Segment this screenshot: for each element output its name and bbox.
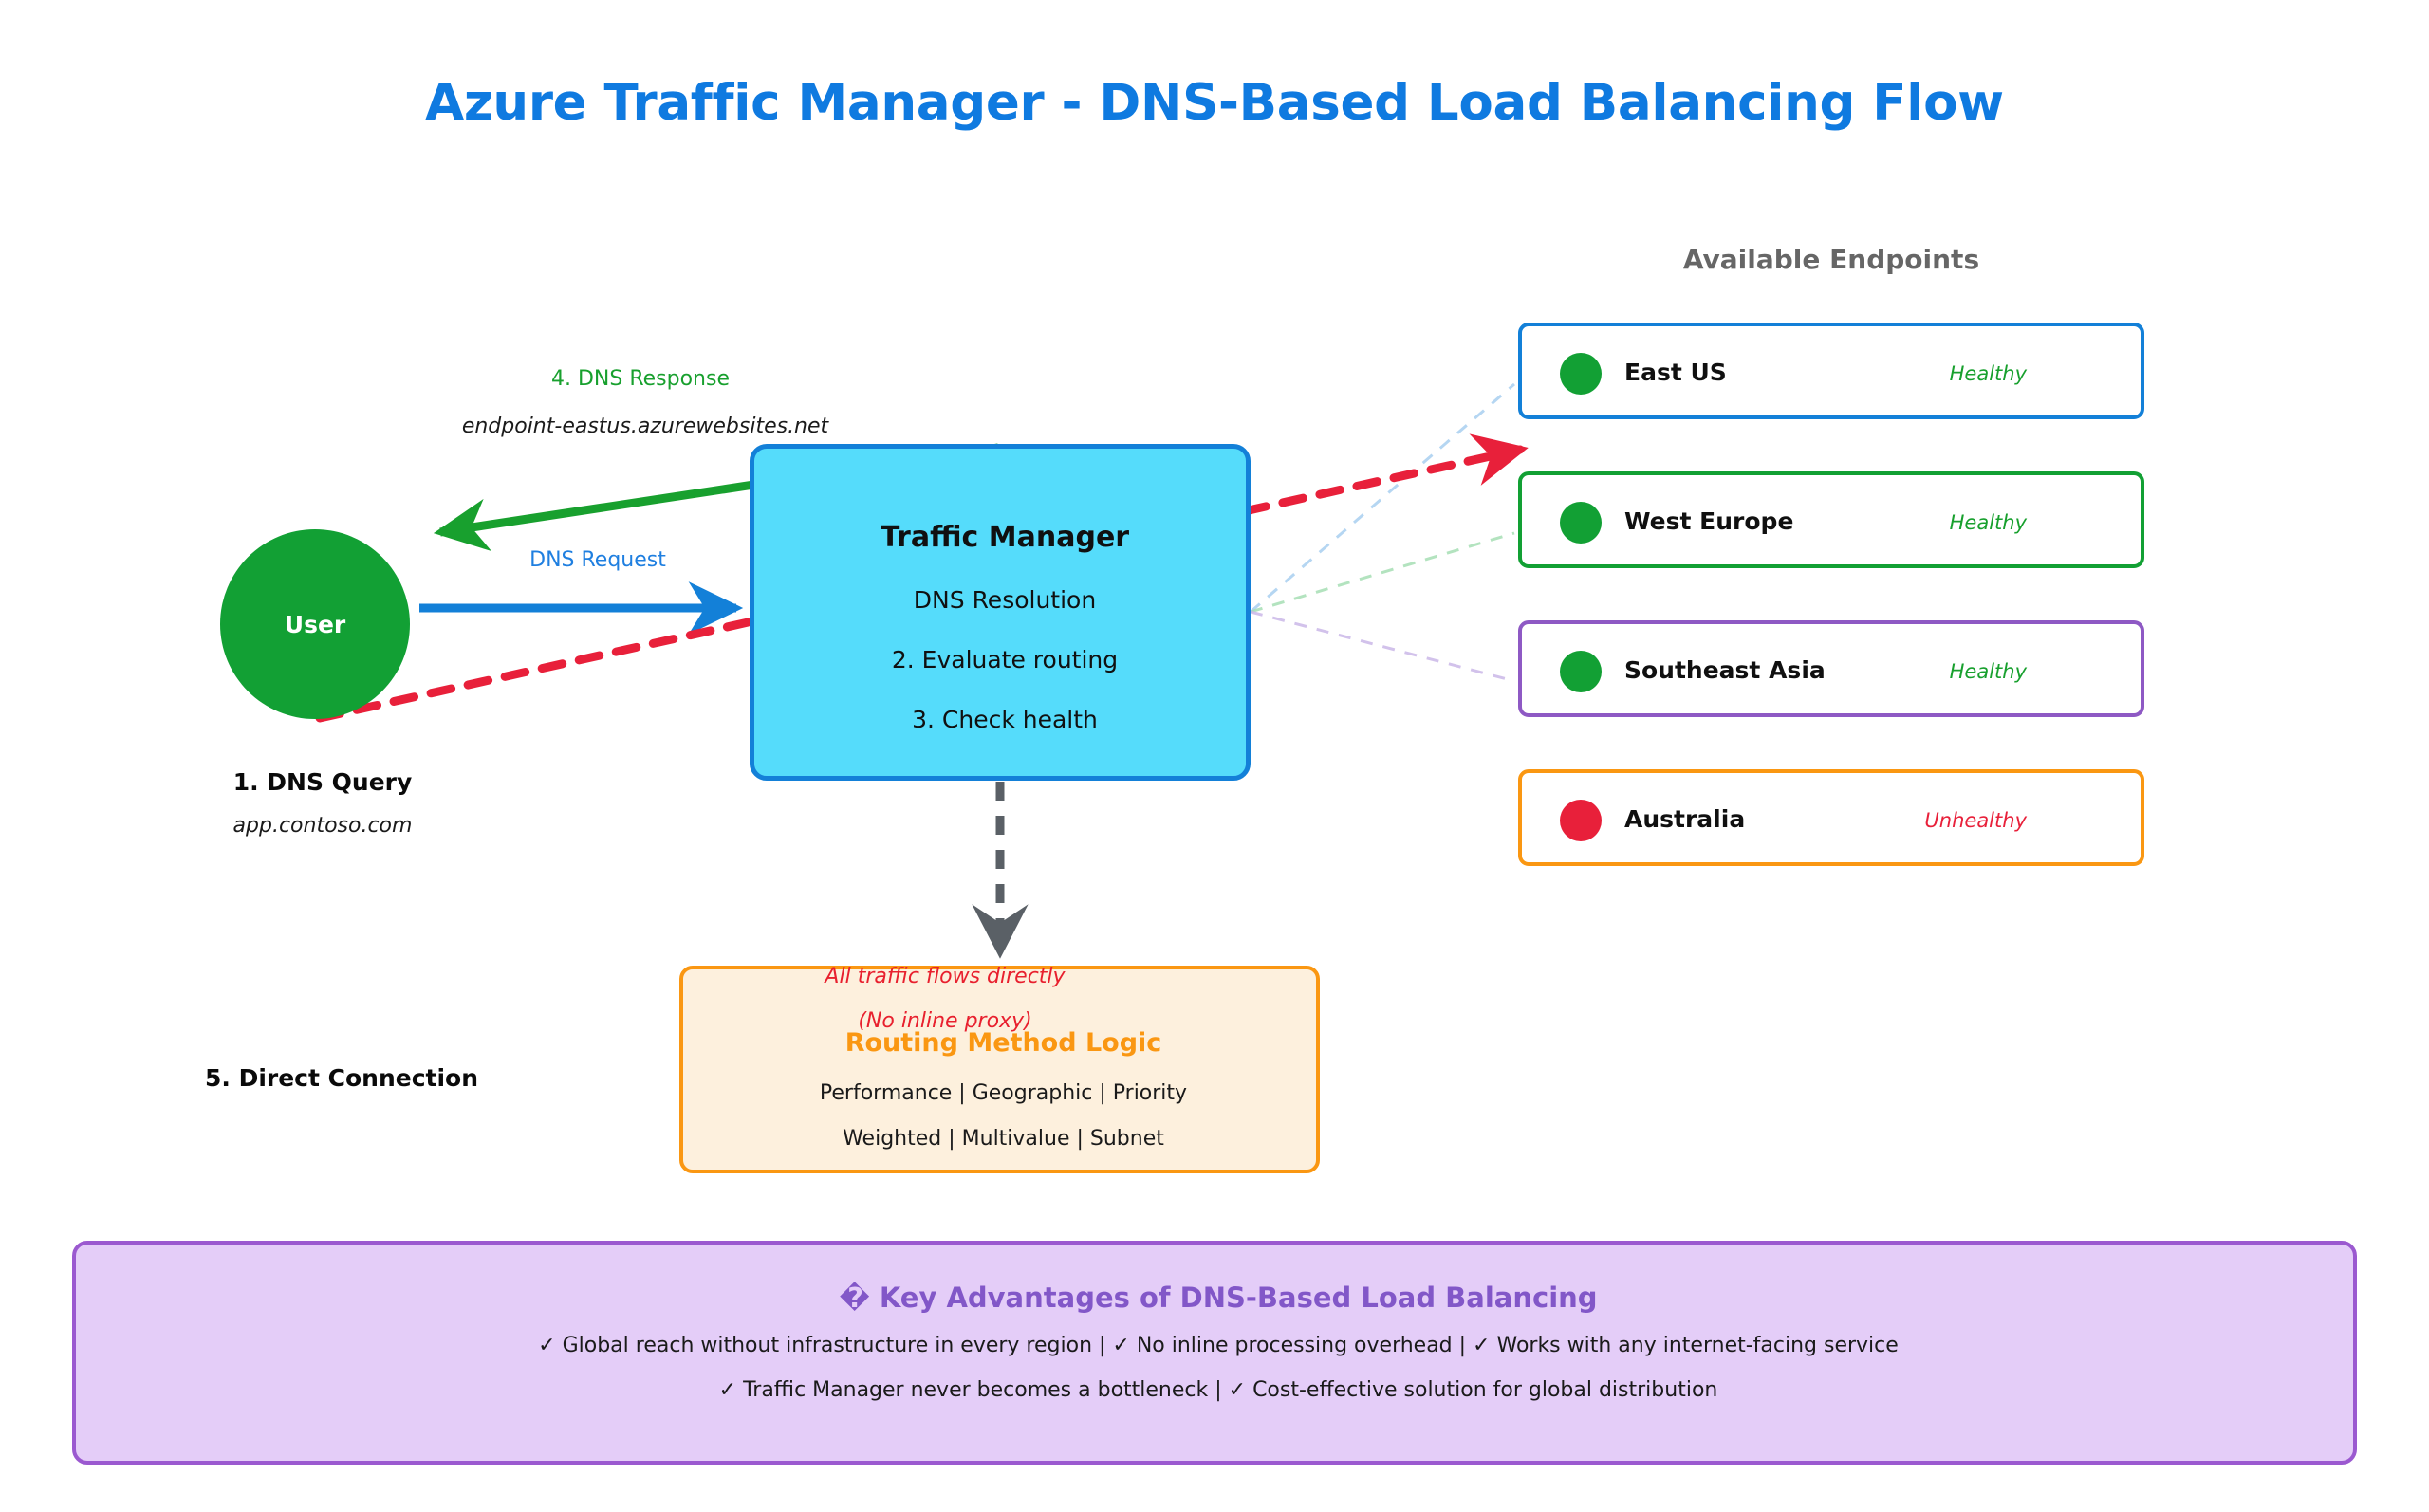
label-step-1-domain: app.contoso.com [232,814,413,838]
routing-method-logic-title: Routing Method Logic [844,1028,1162,1058]
endpoint-card-east-us[interactable]: East US Healthy [1518,323,2144,419]
endpoint-status-badge: Unhealthy [1924,809,2027,832]
connector-tm-to-east-us [1250,382,1515,614]
user-node-label: User [284,610,346,638]
endpoint-name: Australia [1624,805,1746,833]
endpoint-card-australia[interactable]: Australia Unhealthy [1518,769,2144,866]
key-advantages-title: � Key Advantages of DNS-Based Load Balan… [839,1282,1598,1314]
endpoint-name: East US [1624,359,1727,386]
routing-method-logic-box[interactable]: Routing Method Logic Performance | Geogr… [679,966,1320,1173]
routing-methods-line-1: Performance | Geographic | Priority [819,1081,1188,1105]
routing-methods-line-2: Weighted | Multivalue | Subnet [843,1127,1164,1151]
endpoint-status-badge: Healthy [1949,362,2027,385]
user-node[interactable]: User [220,529,410,719]
label-endpoint-hostname: endpoint-eastus.azurewebsites.net [461,415,829,438]
traffic-manager-step-evaluate-routing: 2. Evaluate routing [891,646,1119,673]
traffic-manager-step-check-health: 3. Check health [912,706,1098,733]
endpoint-status-badge: Healthy [1949,511,2027,534]
connector-tm-to-west-europe [1250,531,1515,614]
available-endpoints-header: Available Endpoints [1682,244,1980,275]
note-no-inline-proxy: (No inline proxy) [858,1009,1032,1033]
label-dns-response: 4. DNS Response [551,367,730,391]
label-step-1-dns-query: 1. DNS Query [232,768,413,796]
endpoint-card-southeast-asia[interactable]: Southeast Asia Healthy [1518,620,2144,717]
label-step-5-direct-connection: 5. Direct Connection [204,1064,479,1092]
status-dot-icon [1560,353,1602,395]
traffic-manager-step-dns-resolution: DNS Resolution [913,586,1097,614]
label-dns-request: DNS Request [529,548,666,572]
connector-tm-to-southeast-asia [1250,610,1515,683]
traffic-manager-box[interactable]: Traffic Manager DNS Resolution 2. Evalua… [750,444,1251,781]
key-advantages-panel: � Key Advantages of DNS-Based Load Balan… [72,1241,2357,1465]
endpoint-name: West Europe [1624,507,1794,535]
status-dot-icon [1560,800,1602,841]
key-advantages-line-2: ✓ Traffic Manager never becomes a bottle… [718,1378,1718,1402]
traffic-manager-title: Traffic Manager [880,521,1130,554]
endpoint-status-badge: Healthy [1949,660,2027,683]
endpoint-card-west-europe[interactable]: West Europe Healthy [1518,471,2144,568]
endpoint-name: Southeast Asia [1624,656,1826,684]
page-title: Azure Traffic Manager - DNS-Based Load B… [425,74,2004,132]
key-advantages-line-1: ✓ Global reach without infrastructure in… [538,1334,1899,1357]
note-all-traffic-flows-directly: All traffic flows directly [825,965,1066,988]
status-dot-icon [1560,502,1602,544]
status-dot-icon [1560,651,1602,692]
